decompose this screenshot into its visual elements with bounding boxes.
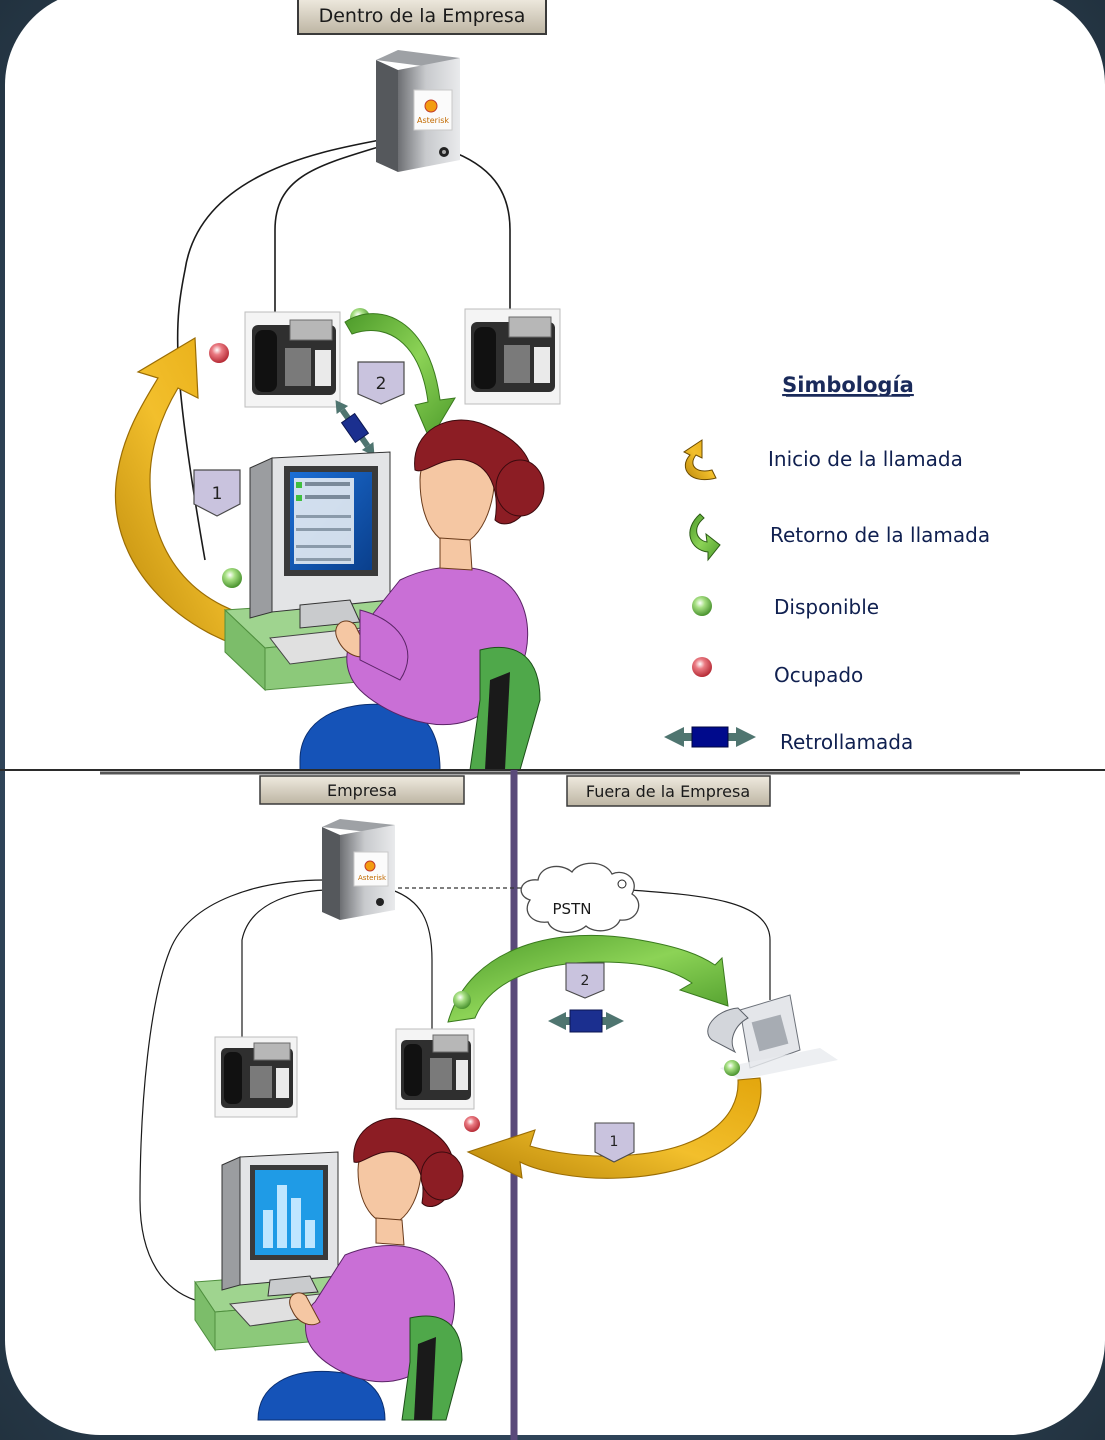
legend-item-disponible: Disponible: [692, 595, 879, 619]
legend-title: Simbología: [782, 373, 914, 397]
external-phone: [707, 994, 838, 1080]
bottom-step1-badge: 1: [594, 1122, 635, 1163]
svg-text:Retorno de la llamada: Retorno de la llamada: [770, 523, 990, 547]
bottom-yellow-start-arrow: [466, 1077, 762, 1179]
top-phone-right: [464, 308, 561, 405]
top-asterisk-server: Asterisk: [376, 50, 460, 172]
top-title-tab: Dentro de la Empresa: [297, 0, 547, 35]
green-dot-icon: [692, 596, 712, 616]
yellow-curved-arrow-icon: [683, 439, 717, 480]
top-server-brand: Asterisk: [417, 116, 449, 125]
bottom-phone-left: [214, 1036, 298, 1118]
bottom-step2-badge: 2: [565, 962, 605, 999]
svg-text:2: 2: [581, 973, 590, 989]
bottom-left-title-tab: Empresa: [259, 775, 465, 805]
top-step2-badge: 2: [357, 361, 405, 405]
bottom-operator-woman: [257, 1117, 464, 1421]
top-title: Dentro de la Empresa: [319, 5, 526, 27]
top-cables: [176, 139, 511, 561]
bottom-available-dot: [453, 991, 471, 1009]
green-curved-arrow-icon: [689, 513, 721, 562]
bottom-retro-connector: [548, 1009, 624, 1033]
legend-item-ocupado: Ocupado: [692, 657, 863, 687]
bottom-right-title: Fuera de la Empresa: [586, 782, 750, 801]
svg-text:Disponible: Disponible: [774, 595, 879, 619]
svg-text:2: 2: [376, 374, 387, 394]
bottom-server-brand: Asterisk: [358, 874, 387, 882]
top-green-return-arrow: [344, 313, 456, 442]
bottom-phone-right: [395, 1028, 475, 1110]
legend-item-retorno: Retorno de la llamada: [689, 513, 990, 562]
top-phone-left: [244, 311, 341, 408]
bottom-cables: [139, 879, 771, 1301]
legend-item-retrollamada: Retrollamada: [664, 726, 913, 754]
bottom-busy-dot: [464, 1116, 480, 1132]
pstn-label: PSTN: [553, 900, 592, 918]
top-busy-dot: [209, 343, 229, 363]
external-available-dot: [724, 1060, 740, 1076]
top-operator-woman: [299, 419, 545, 771]
bottom-asterisk-server: Asterisk: [322, 819, 395, 920]
diagram-panel: [5, 0, 1105, 1435]
svg-text:1: 1: [212, 484, 223, 504]
top-retro-connector: [335, 400, 375, 456]
top-step1-badge: 1: [193, 469, 241, 517]
svg-text:1: 1: [610, 1134, 619, 1150]
bottom-left-title: Empresa: [327, 781, 397, 800]
double-arrow-icon: [664, 726, 756, 748]
svg-text:Retrollamada: Retrollamada: [780, 730, 913, 754]
red-dot-icon: [692, 657, 712, 677]
bottom-right-title-tab: Fuera de la Empresa: [566, 775, 771, 807]
svg-text:Ocupado: Ocupado: [774, 663, 863, 687]
bottom-green-return-arrow: [447, 934, 729, 1023]
top-available-dot-pc: [222, 568, 242, 588]
pstn-cloud: PSTN: [520, 862, 640, 933]
legend-item-inicio: Inicio de la llamada: [683, 439, 963, 480]
svg-text:Inicio de la llamada: Inicio de la llamada: [768, 447, 963, 471]
top-yellow-start-arrow: [114, 336, 276, 656]
